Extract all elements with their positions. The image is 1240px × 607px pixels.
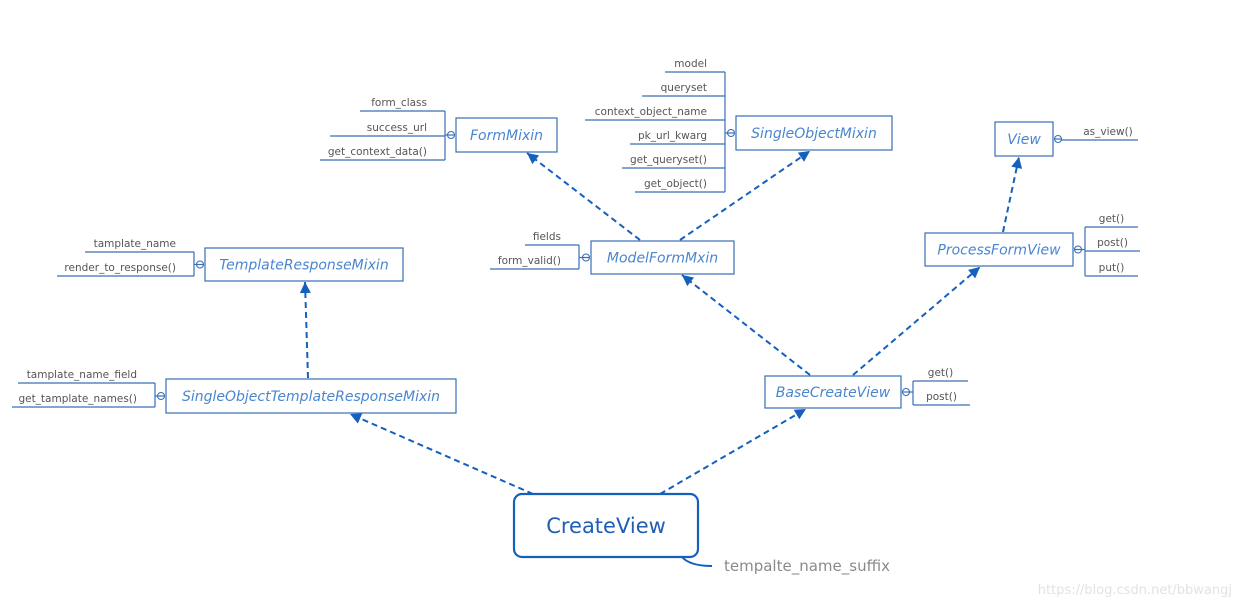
edge-model-form-mxin-to-form-mixin: [526, 152, 641, 241]
edge-base-create-view-to-model-form-mxin: [681, 274, 811, 376]
member-item: queryset: [661, 82, 707, 94]
member-item: pk_url_kwarg: [638, 130, 707, 142]
arrowhead-icon: [527, 153, 540, 165]
member-item: put(): [1099, 262, 1125, 274]
member-item: form_valid(): [498, 255, 561, 267]
template-response-mixin-members: tamplate_name render_to_response(): [57, 238, 205, 277]
member-item: render_to_response(): [64, 262, 176, 274]
view-label: View: [1007, 132, 1041, 148]
node-view[interactable]: View as_view(): [994, 121, 1138, 157]
form-mixin-box[interactable]: [455, 117, 558, 153]
model-form-mxin-members: fields form_valid(): [490, 231, 591, 270]
model-form-mxin-label: ModelFormMxin: [607, 251, 718, 267]
createview-label: CreateView: [546, 514, 666, 538]
node-form-mixin[interactable]: FormMixin form_class success_url get_contex…: [320, 97, 558, 161]
member-item: get(): [928, 367, 953, 379]
edge-create-view-to-base-create-view: [659, 408, 807, 495]
member-item: success_url: [367, 122, 427, 134]
node-model-form-mxin[interactable]: ModelFormMxin fields form_valid(): [490, 231, 735, 275]
base-create-view-members: get() post(): [901, 367, 970, 406]
process-form-view-members: get() post() put(): [1073, 213, 1140, 277]
node-createview[interactable]: CreateView tempalte_name_suffix: [512, 492, 890, 576]
member-item: model: [674, 58, 707, 70]
member-item: get_context_data(): [328, 146, 427, 158]
node-process-form-view[interactable]: ProcessFormView get() post() put(): [924, 213, 1140, 277]
arrowhead-icon: [1011, 157, 1023, 169]
single-object-template-response-mixin-label: SingleObjectTemplateResponseMixin: [182, 389, 440, 405]
member-item: tamplate_name: [94, 238, 176, 250]
model-form-mxin-box[interactable]: [590, 240, 735, 275]
member-item: as_view(): [1083, 126, 1133, 138]
form-mixin-label: FormMixin: [470, 128, 543, 144]
edge-single-object-template-response-mixin-to-template-response-mixin: [304, 281, 309, 379]
member-item: post(): [1097, 237, 1128, 249]
createview-note: tempalte_name_suffix: [724, 557, 890, 576]
arrowhead-icon: [968, 267, 980, 279]
base-create-view-label: BaseCreateView: [776, 385, 891, 401]
member-item: get(): [1099, 213, 1124, 225]
edge-base-create-view-to-process-form-view: [852, 266, 981, 376]
process-form-view-label: ProcessFormView: [937, 243, 1061, 259]
single-object-mixin-label: SingleObjectMixin: [751, 126, 877, 142]
single-object-template-response-mixin-box[interactable]: [165, 378, 457, 414]
member-item: tamplate_name_field: [27, 369, 137, 381]
single-object-template-response-mixin-members: tamplate_name_field get_tamplate_names(): [12, 369, 166, 408]
view-members: as_view(): [1053, 126, 1138, 144]
note-connector: [681, 556, 713, 567]
node-template-response-mixin[interactable]: TemplateResponseMixin tamplate_namerender…: [57, 238, 404, 282]
member-item: form_class: [371, 97, 427, 109]
edge-process-form-view-to-view: [1002, 156, 1020, 233]
arrowhead-icon: [299, 282, 311, 294]
createview-box[interactable]: [512, 492, 700, 559]
process-form-view-box[interactable]: [924, 232, 1074, 267]
member-item: post(): [926, 391, 957, 403]
edge-model-form-mxin-to-single-object-mixin: [679, 150, 811, 241]
watermark: https://blog.csdn.net/bbwangj: [1038, 583, 1232, 598]
node-base-create-view[interactable]: BaseCreateView get() post(): [764, 367, 970, 409]
view-box[interactable]: [994, 121, 1054, 157]
base-create-view-box[interactable]: [764, 375, 902, 409]
inheritance-edges: [299, 150, 1023, 495]
member-item: get_queryset(): [630, 154, 707, 166]
member-item: get_tamplate_names(): [18, 393, 137, 405]
single-object-mixin-members: model queryset context_object_name pk_url_k…: [585, 58, 736, 193]
arrowhead-icon: [797, 151, 810, 162]
member-item: fields: [533, 231, 561, 243]
member-item: get_object(): [644, 178, 707, 190]
arrowhead-icon: [793, 409, 806, 420]
single-object-mixin-box[interactable]: [735, 115, 893, 151]
member-item: context_object_name: [595, 106, 707, 118]
node-single-object-template-response-mixin[interactable]: SingleObjectTemplateResponseMixin tamplat…: [12, 369, 457, 414]
form-mixin-members: form_class success_url get_context_data(): [320, 97, 456, 161]
arrowhead-icon: [682, 275, 695, 287]
template-response-mixin-box[interactable]: [204, 247, 404, 282]
node-single-object-mixin[interactable]: SingleObjectMixin model queryset context_ob…: [585, 58, 893, 193]
arrowhead-icon: [350, 413, 363, 424]
class-nodes: FormMixin form_class success_url get_contex…: [12, 58, 1140, 414]
template-response-mixin-label: TemplateResponseMixin: [219, 258, 388, 274]
edge-create-view-to-single-object-template-response-mixin: [349, 413, 534, 495]
